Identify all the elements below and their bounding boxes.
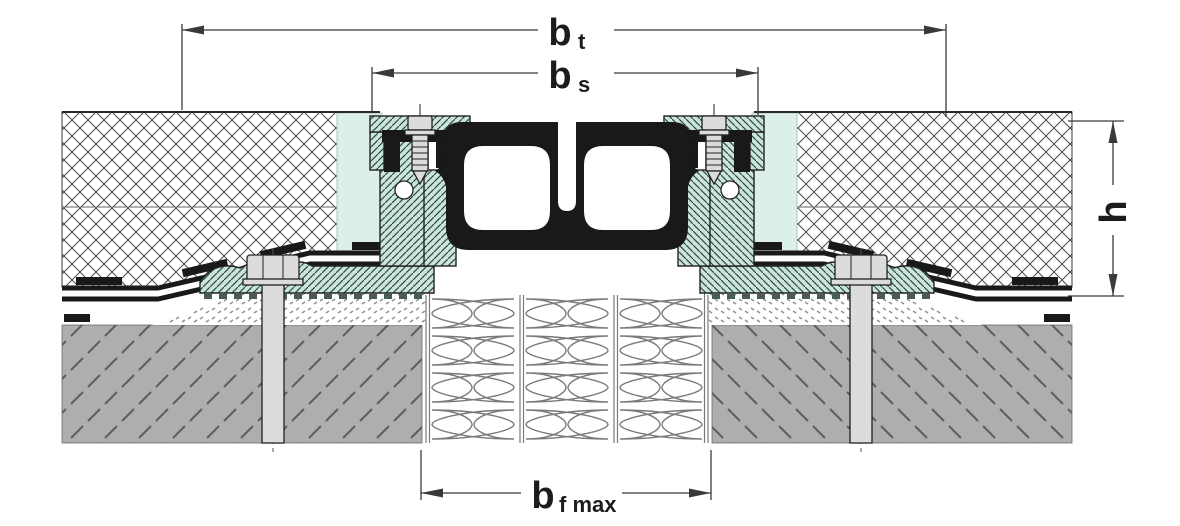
dimension-h: h <box>1068 120 1135 297</box>
insulation-separator <box>425 295 431 443</box>
bf-arrow-left <box>421 488 443 498</box>
fixing-screw-tip <box>411 170 429 186</box>
insulation-separator <box>613 295 619 443</box>
insulation-separator <box>703 295 709 443</box>
bf-arrow-right <box>689 488 711 498</box>
anchor-bolt-head-facets <box>262 255 284 281</box>
bs-arrow-left <box>372 68 394 78</box>
membrane-protection-pad <box>76 277 122 285</box>
h-arrow-top <box>1108 121 1118 143</box>
anchor-bolt-thread <box>261 284 285 443</box>
elastomer-profile-half <box>435 122 567 250</box>
membrane-edge-strip <box>64 314 90 322</box>
membrane-protection-pad <box>181 258 229 278</box>
bt-label-sub: t <box>578 29 586 54</box>
h-arrow-bottom <box>1108 274 1118 296</box>
bt-label-base: b <box>548 12 571 54</box>
dimension-bt: b t <box>181 12 947 117</box>
dimension-bs: b s <box>371 55 759 115</box>
concrete-slab <box>61 324 423 444</box>
bf-label-sub: f max <box>559 492 617 517</box>
fixing-screw-threads <box>412 140 428 166</box>
fixing-screw-head <box>407 115 433 131</box>
bt-arrow-left <box>182 25 204 35</box>
fixing-screw-washer <box>404 129 436 136</box>
bs-label-sub: s <box>578 72 590 97</box>
h-label-base: h <box>1093 200 1135 223</box>
dimension-bf: b f max <box>420 450 712 517</box>
anchor-bolt-washer <box>242 278 304 286</box>
rail-weep-hole <box>394 180 414 200</box>
anchor-bolt-rod <box>261 281 285 444</box>
insulation-batts <box>426 295 708 443</box>
bs-label-base: b <box>548 55 571 97</box>
rail-cap-step <box>369 131 385 171</box>
insulation-separator <box>519 295 525 443</box>
anchor-bolt-head <box>246 254 300 282</box>
bf-label-base: b <box>531 475 554 517</box>
membrane-protection-pad <box>352 242 398 250</box>
profile-center-slot <box>558 119 576 211</box>
bs-arrow-right <box>736 68 758 78</box>
insulation-fill <box>425 295 709 443</box>
profile-clamp-hook <box>384 142 400 172</box>
bt-arrow-right <box>924 25 946 35</box>
joint-half-left <box>61 104 567 452</box>
